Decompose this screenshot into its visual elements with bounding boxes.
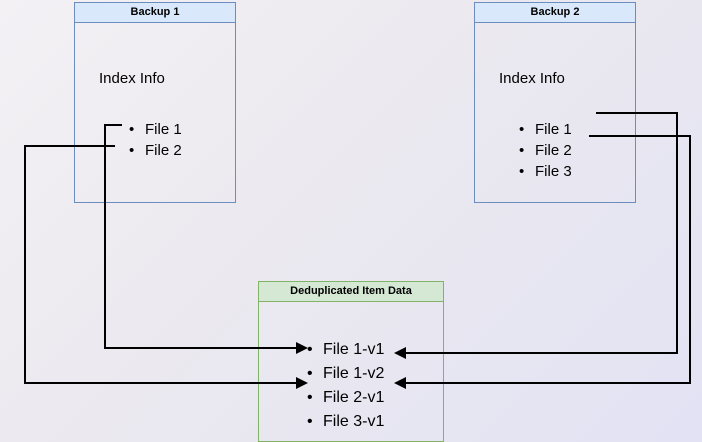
dedup-item-list: File 1-v1 File 1-v2 File 2-v1 File 3-v1 xyxy=(307,338,384,434)
backup-1-body: Index Info File 1 File 2 xyxy=(75,23,235,202)
backup-1-box[interactable]: Backup 1 Index Info File 1 File 2 xyxy=(74,2,236,203)
backup-2-box[interactable]: Backup 2 Index Info File 1 File 2 File 3 xyxy=(474,2,636,203)
list-item[interactable]: File 1 xyxy=(129,119,182,140)
backup-1-index-info-label: Index Info xyxy=(99,70,165,87)
deduplicated-item-data-title: Deduplicated Item Data xyxy=(259,282,443,302)
backup-1-file-list: File 1 File 2 xyxy=(129,119,182,161)
deduplicated-item-data-body: File 1-v1 File 1-v2 File 2-v1 File 3-v1 xyxy=(259,302,443,441)
deduplicated-item-data-box[interactable]: Deduplicated Item Data File 1-v1 File 1-… xyxy=(258,281,444,442)
backup-2-body: Index Info File 1 File 2 File 3 xyxy=(475,23,635,202)
backup-2-index-info-label: Index Info xyxy=(499,70,565,87)
list-item[interactable]: File 3 xyxy=(519,161,572,182)
list-item[interactable]: File 1-v1 xyxy=(307,338,384,362)
list-item[interactable]: File 1 xyxy=(519,119,572,140)
backup-2-file-list: File 1 File 2 File 3 xyxy=(519,119,572,182)
list-item[interactable]: File 3-v1 xyxy=(307,410,384,434)
backup-2-title: Backup 2 xyxy=(475,3,635,23)
backup-1-title: Backup 1 xyxy=(75,3,235,23)
list-item[interactable]: File 2 xyxy=(519,140,572,161)
list-item[interactable]: File 1-v2 xyxy=(307,362,384,386)
list-item[interactable]: File 2-v1 xyxy=(307,386,384,410)
list-item[interactable]: File 2 xyxy=(129,140,182,161)
